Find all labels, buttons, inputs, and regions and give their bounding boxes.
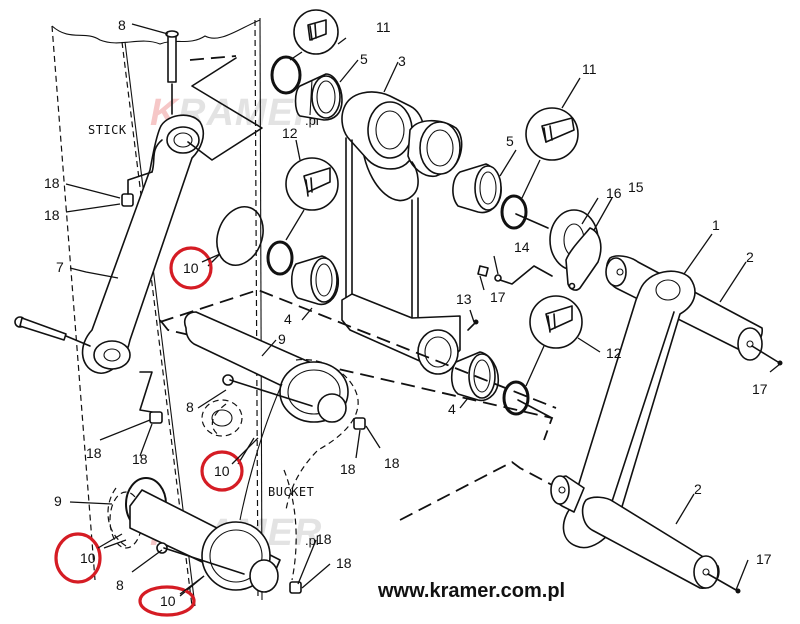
assembly-line-dashed-top <box>189 55 237 61</box>
seal-detail-12-right <box>525 295 601 387</box>
callout-18: 18 <box>44 175 60 191</box>
callout-8: 8 <box>118 17 126 33</box>
plate-15 <box>565 227 602 291</box>
o-ring-right-low <box>502 380 553 419</box>
callout-8: 8 <box>186 399 194 415</box>
part-18-nut-lower <box>139 371 163 424</box>
callout-16: 16 <box>606 185 622 201</box>
callout-2: 2 <box>746 249 754 265</box>
callout-10: 10 <box>183 260 199 276</box>
part-8-bolt-top <box>165 30 179 115</box>
callout-11: 11 <box>376 19 391 35</box>
callout-18: 18 <box>132 451 148 467</box>
callout-4: 4 <box>448 401 456 417</box>
o-ring-top <box>270 55 302 95</box>
bushing-5-right <box>452 163 502 214</box>
callout-12: 12 <box>606 345 622 361</box>
callout-18: 18 <box>384 455 400 471</box>
assembly-line-dashed-1 <box>159 319 554 441</box>
assembly-line-dashed-3 <box>399 460 555 521</box>
callout-18: 18 <box>316 531 332 547</box>
callout-18: 18 <box>86 445 102 461</box>
website-url[interactable]: www.kramer.com.pl <box>377 580 565 602</box>
callout-12: 12 <box>282 125 298 141</box>
callout-4: 4 <box>284 311 292 327</box>
pin-9-middle <box>183 311 349 423</box>
o-ring-10-stick <box>207 206 264 267</box>
callout-17: 17 <box>756 551 772 567</box>
pin-9-lower <box>107 477 281 593</box>
highlight-10-bucket-mid[interactable]: 10 <box>200 450 244 492</box>
part-bolt-left <box>14 316 91 347</box>
watermark-suffix: .pl <box>305 533 319 548</box>
callout-3: 3 <box>398 53 406 69</box>
callout-15: 15 <box>628 179 644 195</box>
callout-14: 14 <box>514 239 530 255</box>
highlight-10-pin-bottom[interactable]: 10 <box>138 585 196 617</box>
part-8-bolt-bottom <box>156 542 245 575</box>
callout-1: 1 <box>712 217 720 233</box>
callout-7: 7 <box>56 259 64 275</box>
callout-11: 11 <box>582 61 597 77</box>
callout-10: 10 <box>214 463 230 479</box>
callout-13: 13 <box>456 291 472 307</box>
callout-10: 10 <box>80 550 96 566</box>
callout-8: 8 <box>116 577 124 593</box>
part-7-link <box>81 114 205 374</box>
part-18-nut-bottom <box>283 469 302 594</box>
callout-labels: 8 11 5 3 11 12 5 16 15 18 18 1 2 14 7 13… <box>44 17 772 593</box>
assembly-line-top <box>187 57 263 161</box>
part-17-pin-mid <box>467 319 479 331</box>
o-ring-right-top <box>500 194 549 230</box>
callout-18: 18 <box>44 207 60 223</box>
stick-label: STICK <box>88 123 127 137</box>
seal-detail-11-top <box>289 9 339 61</box>
callout-5: 5 <box>506 133 514 149</box>
seal-detail-12-left <box>285 139 339 241</box>
bushing-5-top <box>294 73 343 121</box>
callout-18: 18 <box>340 461 356 477</box>
part-3-frame <box>341 91 463 375</box>
callout-10: 10 <box>160 593 176 609</box>
callout-17: 17 <box>752 381 768 397</box>
bucket-outline: BUCKET <box>201 359 359 521</box>
part-8-bolt-mid <box>222 374 313 407</box>
callout-18: 18 <box>336 555 352 571</box>
part-18-nut-upper <box>121 171 153 207</box>
highlight-10-pin-left[interactable]: 10 <box>54 532 102 584</box>
bushing-4-left <box>290 255 340 321</box>
leader-lines <box>65 23 781 597</box>
callout-2: 2 <box>694 481 702 497</box>
callout-9: 9 <box>278 331 286 347</box>
seal-detail-11-right <box>521 77 581 199</box>
o-ring-left-mid <box>266 240 294 276</box>
part-13-14-bolt-washer <box>477 265 553 285</box>
callout-9: 9 <box>54 493 62 509</box>
callout-5: 5 <box>360 51 368 67</box>
pin-2-lower <box>550 475 741 594</box>
highlight-10-stick[interactable]: 10 <box>169 246 213 290</box>
part-18-nut-mid <box>353 417 366 430</box>
highlighted-callouts: 10 10 10 10 <box>54 246 259 617</box>
callout-17: 17 <box>490 289 506 305</box>
assembly-line-dashed-2 <box>159 289 557 409</box>
